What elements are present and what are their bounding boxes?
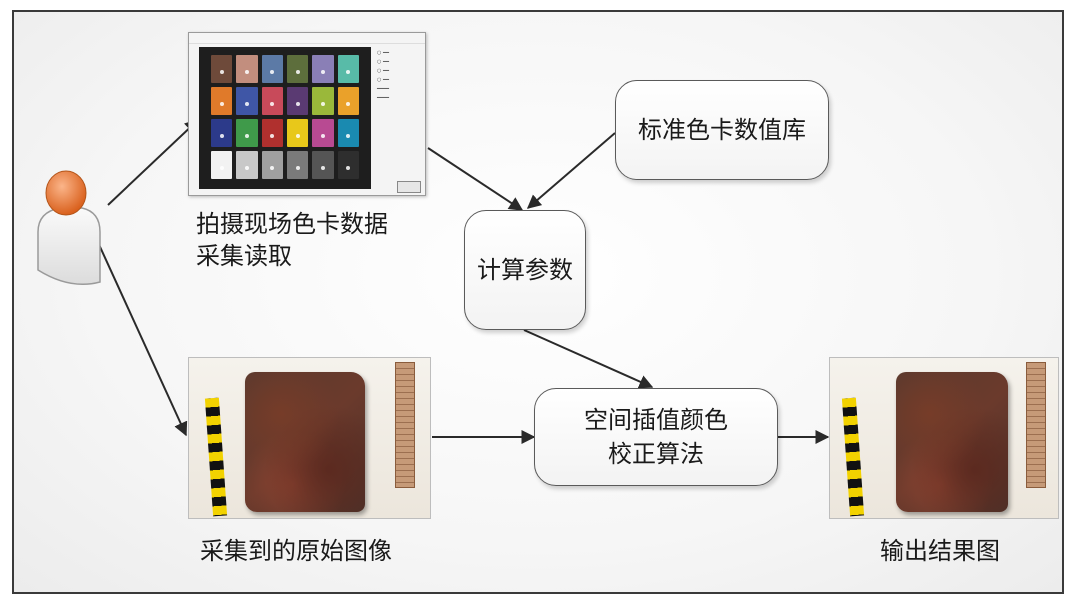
color-checker-chart bbox=[199, 47, 371, 189]
color-patch bbox=[337, 119, 359, 147]
color-patch bbox=[287, 55, 309, 83]
capture-label-line1: 拍摄现场色卡数据 bbox=[196, 210, 388, 238]
arrow-compute-to-algorithm bbox=[523, 329, 654, 389]
compute-params-node: 计算参数 bbox=[464, 210, 586, 330]
standard-db-text: 标准色卡数值库 bbox=[638, 116, 806, 144]
color-patch bbox=[211, 87, 233, 115]
color-scale-bar bbox=[204, 397, 228, 517]
color-patch bbox=[261, 151, 283, 179]
color-patch bbox=[261, 87, 283, 115]
output-image-photo bbox=[829, 357, 1059, 519]
color-patch bbox=[261, 55, 283, 83]
color-patch bbox=[312, 151, 334, 179]
ruler-output bbox=[1026, 362, 1046, 488]
arrow-standard-to-compute bbox=[526, 132, 616, 209]
color-scale-bar-output bbox=[841, 397, 865, 517]
standard-db-node: 标准色卡数值库 bbox=[615, 80, 829, 180]
algorithm-text-line2: 校正算法 bbox=[608, 440, 704, 468]
color-patch bbox=[236, 151, 258, 179]
color-patch bbox=[337, 87, 359, 115]
color-checker-screenshot: ○ ━━○ ━━○ ━━○ ━━━━━━━━━━ bbox=[188, 32, 426, 196]
color-patch bbox=[312, 55, 334, 83]
color-patch bbox=[261, 119, 283, 147]
color-patch bbox=[287, 119, 309, 147]
original-image-label: 采集到的原始图像 bbox=[200, 537, 392, 565]
color-patch bbox=[236, 55, 258, 83]
arrow-person-to-capture bbox=[107, 119, 200, 206]
color-patch bbox=[312, 87, 334, 115]
textile-artifact-corrected bbox=[896, 372, 1008, 512]
color-patch bbox=[312, 119, 334, 147]
capture-label: 拍摄现场色卡数据 采集读取 bbox=[196, 208, 388, 272]
capture-label-line2: 采集读取 bbox=[196, 242, 292, 270]
color-patch bbox=[337, 151, 359, 179]
software-title-bar bbox=[189, 33, 425, 44]
color-patch bbox=[287, 151, 309, 179]
color-patch bbox=[287, 87, 309, 115]
compute-params-text: 计算参数 bbox=[477, 256, 573, 284]
arrow-capture-to-compute bbox=[427, 147, 524, 211]
color-patch bbox=[337, 55, 359, 83]
algorithm-node: 空间插值颜色 校正算法 bbox=[534, 388, 778, 486]
software-button bbox=[397, 181, 421, 193]
algorithm-text-line1: 空间插值颜色 bbox=[584, 406, 728, 434]
arrow-person-to-original bbox=[95, 237, 188, 437]
ruler bbox=[395, 362, 415, 488]
color-patch bbox=[236, 119, 258, 147]
textile-artifact bbox=[245, 372, 365, 512]
color-patch bbox=[211, 55, 233, 83]
color-patch bbox=[211, 119, 233, 147]
output-label: 输出结果图 bbox=[880, 537, 1000, 565]
software-side-panel: ○ ━━○ ━━○ ━━○ ━━━━━━━━━━ bbox=[377, 50, 390, 101]
color-patch bbox=[211, 151, 233, 179]
color-patch bbox=[236, 87, 258, 115]
original-image-photo bbox=[188, 357, 431, 519]
